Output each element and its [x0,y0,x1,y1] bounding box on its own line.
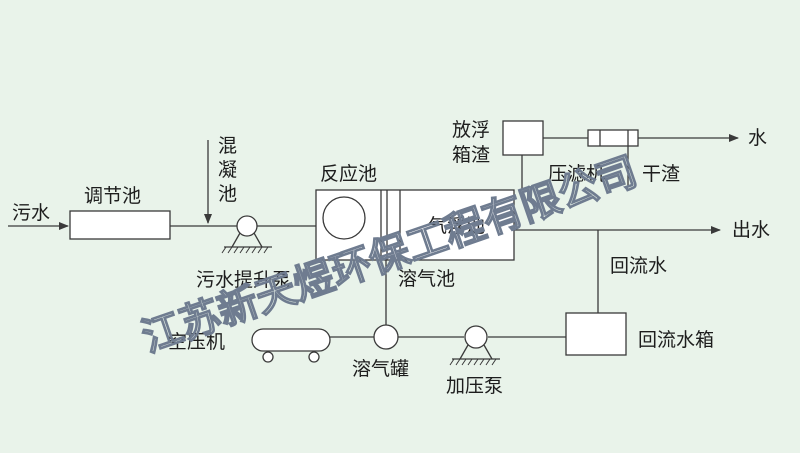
coagulation-label-1: 混 [218,135,237,157]
scum-box-label-2: 箱渣 [452,144,490,166]
wastewater-label: 污水 [12,202,50,224]
air-compressor-icon [251,328,331,363]
lift-pump-label: 污水提升泵 [196,269,291,291]
filter-press [587,129,639,147]
scum-box [502,120,544,156]
water-label: 水 [748,127,767,149]
dissolved-air-tank-label: 溶气池 [398,268,455,290]
mixer-icon [322,196,366,240]
booster-pump-label: 加压泵 [446,375,503,397]
dissolved-air-vessel-icon [373,324,399,350]
equalization-tank [69,210,171,240]
scum-box-label-1: 放浮 [452,119,490,141]
flotation-tank-label: 气浮池 [428,215,485,237]
dry-sludge-label: 干渣 [642,163,680,185]
coagulation-label-2: 凝 [218,159,237,181]
return-water-label: 回流水 [610,255,667,277]
lift-pump-icon [221,215,272,254]
reaction-tank-label: 反应池 [320,163,377,185]
dissolved-air-vessel-label: 溶气罐 [352,358,409,380]
coagulation-label-3: 池 [218,183,237,205]
filter-press-label: 压滤机 [548,163,605,185]
reaction-flotation-tank [315,189,515,261]
return-water-tank [565,312,627,356]
booster-pump-icon [449,325,500,366]
equalization-tank-label: 调节池 [84,185,141,207]
air-compressor-label: 空压机 [168,331,225,353]
effluent-label: 出水 [732,219,770,241]
return-water-tank-label: 回流水箱 [638,329,714,351]
